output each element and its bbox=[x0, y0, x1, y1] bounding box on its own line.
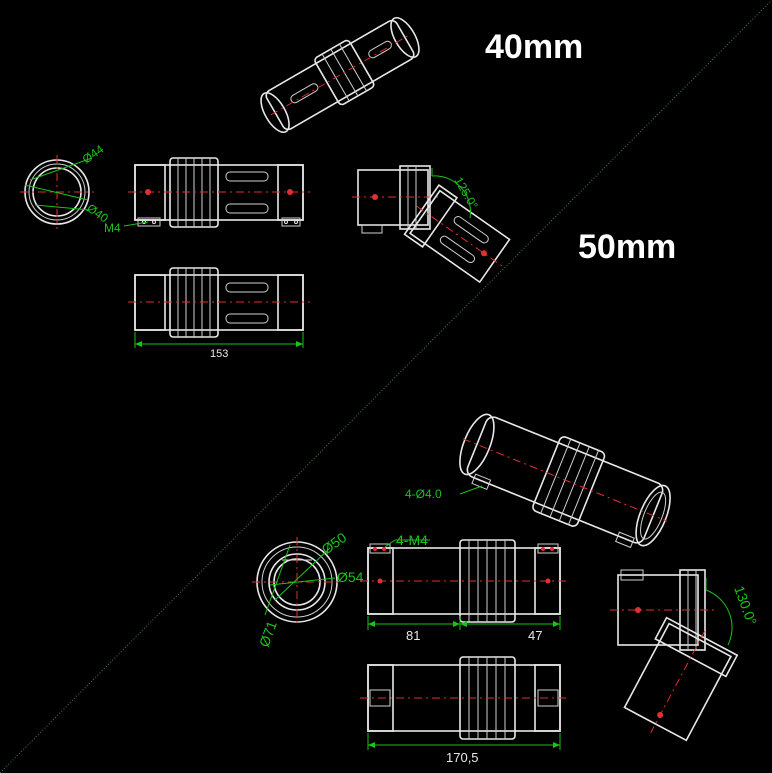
side-view-40mm-a bbox=[123, 157, 310, 228]
end-view-50mm bbox=[252, 537, 342, 627]
angled-view-50mm bbox=[610, 569, 739, 742]
dim-length-right-50: 47 bbox=[528, 628, 542, 643]
dim-thread-40: M4 bbox=[104, 221, 121, 235]
side-view-40mm-b bbox=[128, 267, 310, 348]
dim-holes-50: 4-Ø4.0 bbox=[405, 487, 442, 501]
heading-50mm: 50mm bbox=[578, 228, 677, 266]
side-view-50mm-a bbox=[360, 539, 568, 630]
dim-length-left-50: 81 bbox=[406, 628, 420, 643]
dim-angle-40: 125.0° bbox=[451, 175, 481, 212]
dim-outer-dia-50: Ø71 bbox=[256, 618, 280, 649]
iso-view-40mm bbox=[260, 17, 420, 133]
dim-length-40: 153 bbox=[210, 348, 228, 360]
iso-view-50mm bbox=[459, 413, 671, 549]
dim-mid-dia-50: Ø54 bbox=[337, 569, 364, 585]
end-view-40mm bbox=[20, 155, 94, 229]
dim-inner-dia-50: Ø50 bbox=[319, 529, 350, 557]
dim-length-50: 170,5 bbox=[446, 750, 479, 765]
dim-angle-50: 130.0° bbox=[731, 584, 760, 628]
heading-40mm: 40mm bbox=[485, 28, 584, 66]
angled-view-40mm bbox=[352, 165, 511, 284]
dim-threads-50: 4-M4 bbox=[396, 532, 428, 548]
side-view-50mm-b bbox=[360, 656, 568, 750]
dim-outer-dia-40: Ø44 bbox=[80, 142, 107, 167]
